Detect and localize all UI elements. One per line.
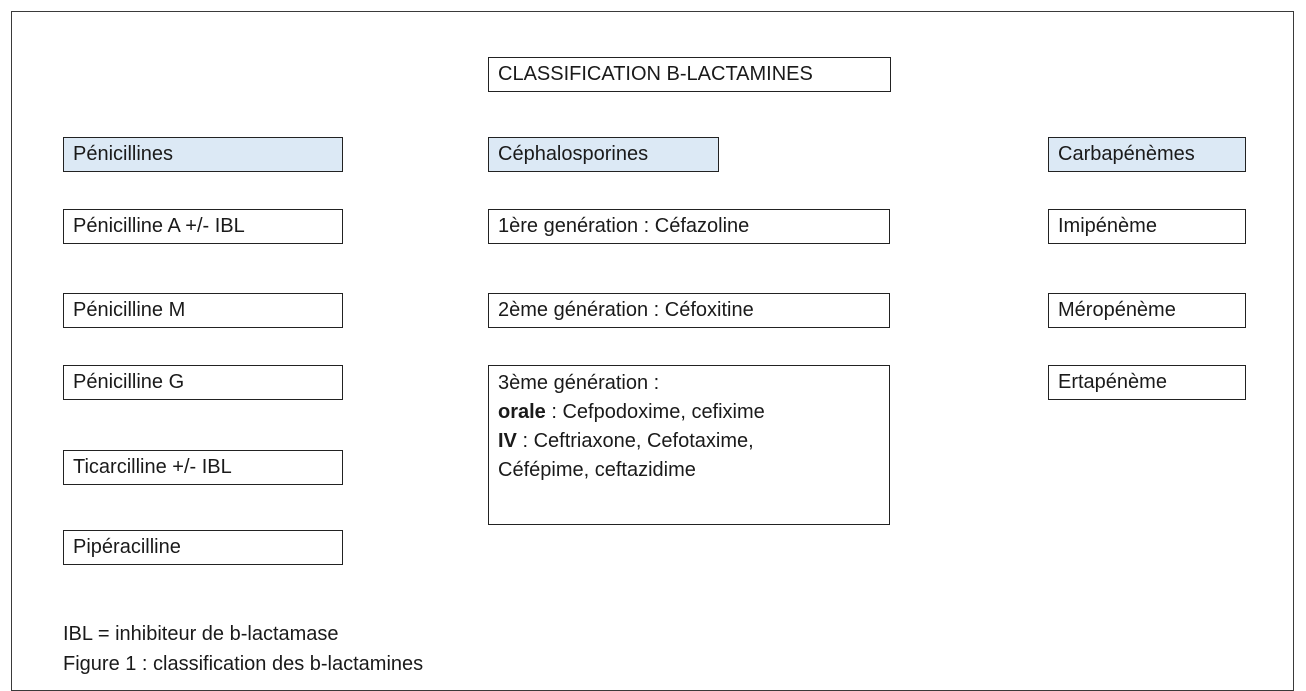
third-generation-iv-cont: Céfépime, ceftazidime xyxy=(498,459,696,481)
iv-drugs: : Ceftriaxone, Cefotaxime, xyxy=(516,430,754,452)
cephalosporins-header: Céphalosporines xyxy=(488,137,719,172)
carbapenems-header: Carbapénèmes xyxy=(1048,137,1246,172)
penicillin-a-box: Pénicilline A +/- IBL xyxy=(63,209,343,244)
first-generation-box: 1ère genération : Céfazoline xyxy=(488,209,890,244)
oral-drugs: : Cefpodoxime, cefixime xyxy=(545,401,765,423)
oral-label: orale xyxy=(498,401,546,423)
diagram-title: CLASSIFICATION B-LACTAMINES xyxy=(488,57,891,92)
third-generation-box: 3ème génération : orale : Cefpodoxime, c… xyxy=(488,365,890,525)
penicillin-g-box: Pénicilline G xyxy=(63,365,343,400)
figure-frame xyxy=(11,11,1294,691)
third-generation-oral: orale : Cefpodoxime, cefixime xyxy=(498,398,880,427)
figure-caption: Figure 1 : classification des b-lactamin… xyxy=(63,653,424,675)
piperacillin-box: Pipéracilline xyxy=(63,530,343,565)
meropenem-box: Méropénème xyxy=(1048,293,1246,328)
third-generation-title: 3ème génération : xyxy=(498,372,660,394)
ertapenem-box: Ertapénème xyxy=(1048,365,1246,400)
third-generation-iv: IV : Ceftriaxone, Cefotaxime, xyxy=(498,427,880,456)
footnote: IBL = inhibiteur de b-lactamase xyxy=(63,623,339,645)
ticarcillin-box: Ticarcilline +/- IBL xyxy=(63,450,343,485)
penicillins-header: Pénicillines xyxy=(63,137,343,172)
penicillin-m-box: Pénicilline M xyxy=(63,293,343,328)
second-generation-box: 2ème génération : Céfoxitine xyxy=(488,293,890,328)
iv-label: IV xyxy=(498,430,517,452)
imipenem-box: Imipénème xyxy=(1048,209,1246,244)
